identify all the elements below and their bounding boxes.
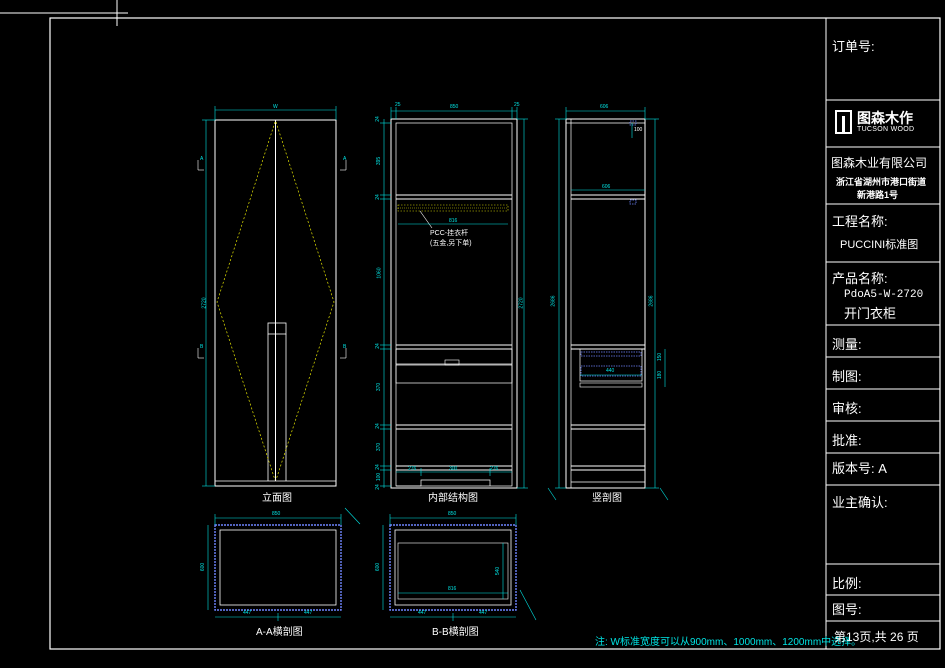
sec-dim-mid: 606 <box>602 184 611 190</box>
section-dimensions <box>547 107 669 501</box>
hanging-rod <box>397 204 509 229</box>
int-dim-left-2: 24 <box>374 194 381 200</box>
caption-bb: B-B横剖图 <box>432 627 479 638</box>
int-dim-left-3: 1060 <box>376 267 383 279</box>
bb-dim-inner-w: 816 <box>448 586 457 592</box>
elev-mark-a-right: A <box>343 156 347 162</box>
elev-dim-top: W <box>273 104 278 110</box>
elevation-view <box>214 119 337 487</box>
measure-label: 测量: <box>832 337 862 352</box>
internal-dimensions <box>380 107 528 489</box>
scale-label: 比例: <box>832 576 862 591</box>
sec-dim-100: 100 <box>634 127 643 133</box>
elev-mark-b-left: B <box>200 344 204 350</box>
product-code: PdoA5-W-2720 <box>844 289 924 301</box>
page-label: 第13页,共 26 页 <box>834 630 919 644</box>
internal-view <box>390 118 518 489</box>
title-block-grid <box>826 99 940 622</box>
bb-dim-depth: 600 <box>375 562 382 572</box>
elevation-dimensions <box>197 106 347 487</box>
project-value: PUCCINI标准图 <box>840 239 919 251</box>
int-dim-left-8: 24 <box>374 464 381 470</box>
caption-aa: A-A横剖图 <box>256 627 303 638</box>
aa-section-view <box>207 507 361 621</box>
int-dim-left-0: 24 <box>374 116 381 122</box>
int-dim-bottom-2: 276 <box>490 466 499 472</box>
int-dim-rod: 816 <box>449 218 458 224</box>
int-dim-bottom-1: 300 <box>449 466 458 472</box>
owner-confirm-label: 业主确认: <box>832 495 888 510</box>
elev-mark-b-right: B <box>343 344 347 350</box>
sec-dim-side-1: 180 <box>657 370 664 380</box>
rod-label: PCC-挂衣杆 <box>430 230 469 237</box>
section-view <box>565 118 646 489</box>
caption-internal: 内部结构图 <box>428 493 478 504</box>
sec-dim-right: 2686 <box>648 295 655 307</box>
aa-dim-bottom-0: 447 <box>243 610 252 616</box>
section-drawer-hatch <box>580 120 642 377</box>
int-dim-right: 2720 <box>518 297 525 309</box>
int-dim-top-2: 25 <box>514 102 520 108</box>
company-address-2: 新港路1号 <box>857 190 899 200</box>
aa-dim-width: 850 <box>272 511 281 517</box>
project-label: 工程名称: <box>832 214 888 229</box>
aa-dim-depth: 600 <box>200 562 207 572</box>
company-address-1: 浙江省湖州市港口街道 <box>836 177 927 187</box>
caption-section: 竖剖图 <box>592 493 622 504</box>
product-label: 产品名称: <box>832 271 888 286</box>
sec-dim-drawer: 440 <box>606 368 615 374</box>
bb-dim-inner: 540 <box>495 566 502 576</box>
order-no-label: 订单号: <box>832 39 875 54</box>
bb-dim-bottom-0: 447 <box>418 610 427 616</box>
int-dim-left-7: 370 <box>376 442 383 452</box>
tucson-logo-icon <box>835 110 852 134</box>
int-dim-bottom-0: 276 <box>408 466 417 472</box>
version-label: 版本号: A <box>832 461 887 476</box>
review-label: 审核: <box>832 401 862 416</box>
sec-dim-top: 606 <box>600 104 609 110</box>
bb-section-view <box>382 514 537 621</box>
product-name: 开门衣柜 <box>844 306 897 321</box>
int-dim-left-6: 24 <box>374 423 381 429</box>
approve-label: 批准: <box>832 433 862 448</box>
company-logo: 图森木作 TUCSON WOOD <box>835 108 925 138</box>
int-dim-left-9: 100 <box>376 472 383 482</box>
int-dim-top-0: 25 <box>395 102 401 108</box>
aa-dim-bottom-1: 447 <box>304 610 313 616</box>
elev-dim-height: 2720 <box>201 297 208 309</box>
caption-elevation: 立面图 <box>262 493 292 504</box>
int-dim-left-1: 395 <box>376 156 383 166</box>
int-dim-left-10: 24 <box>374 484 381 490</box>
sec-dim-left: 2686 <box>550 295 557 307</box>
elev-mark-a-left: A <box>200 156 204 162</box>
logo-en-text: TUCSON WOOD <box>857 126 915 133</box>
drawing-no-label: 图号: <box>832 602 862 617</box>
rod-sub-label: (五金,另下单) <box>430 240 472 247</box>
int-dim-left-5: 370 <box>376 382 383 392</box>
drawing-border <box>49 17 941 650</box>
sec-dim-side-0: 150 <box>657 352 664 362</box>
logo-cn-text: 图森木作 <box>857 110 913 126</box>
draw-label: 制图: <box>832 369 862 384</box>
width-note: 注: W标准宽度可以从900mm、1000mm、1200mm中选择。 <box>595 637 862 648</box>
int-dim-top-1: 850 <box>450 104 459 110</box>
int-dim-left-4: 24 <box>374 343 381 349</box>
bb-dim-width: 850 <box>448 511 457 517</box>
bb-dim-bottom-1: 447 <box>479 610 488 616</box>
company-name: 图森木业有限公司 <box>831 156 928 170</box>
